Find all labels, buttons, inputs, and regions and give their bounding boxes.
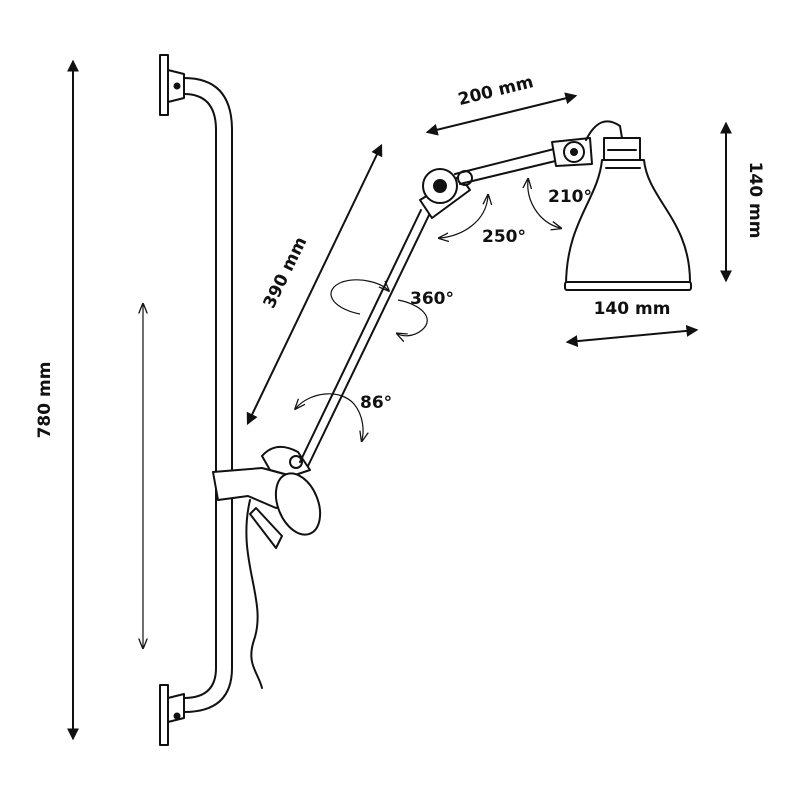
upper-arm [454,145,569,185]
shade-height-dimension: 140 mm [720,121,765,283]
top-wall-plate [159,54,169,116]
upper-arm-dimension: 200 mm [425,72,578,136]
shade-width-label: 140 mm [594,299,671,319]
power-cable [245,499,263,689]
rotation-360-indicator: 360° [330,279,454,336]
shade-width-dimension: 140 mm [565,299,699,348]
lower-arm [299,209,431,467]
head-joint [551,120,623,167]
shade-height-label: 140 mm [745,162,765,239]
angle-360-label: 360° [410,289,454,309]
tilt-86-indicator: 86° [296,393,392,440]
total-height-dimension: 780 mm [35,59,79,741]
bottom-wall-plate [159,684,169,746]
angle-86-label: 86° [360,393,392,413]
angle-250-label: 250° [482,227,526,247]
elbow-joint [419,168,473,219]
angle-210-label: 210° [548,187,592,207]
wall-rail [159,54,233,746]
elbow-250-indicator: 250° [440,196,526,247]
lamp-shade [564,137,692,291]
arm-length-label: 390 mm [260,234,312,312]
rail-clamp [212,445,322,549]
upper-arm-label: 200 mm [456,72,535,110]
head-210-indicator: 210° [528,180,592,228]
arm-length-dimension: 390 mm [246,143,383,426]
total-height-label: 780 mm [35,362,55,439]
